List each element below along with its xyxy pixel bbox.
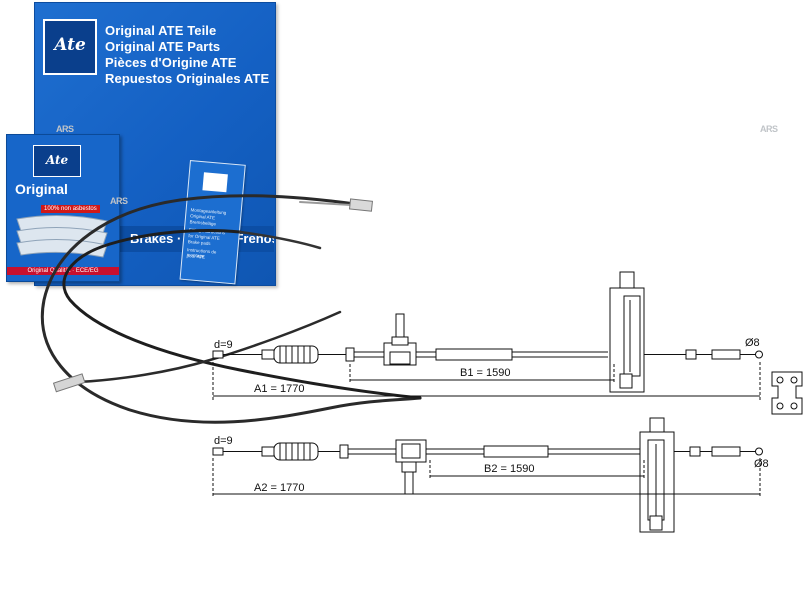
pad-box-title: Original: [15, 181, 68, 197]
cable-1-end-label: Ø8: [745, 337, 760, 349]
quality-strip: Original Qualität · ECE/EG: [7, 267, 119, 275]
cable-2-b-label: B2 = 1590: [484, 463, 534, 475]
ate-logo: Ate: [43, 19, 97, 75]
watermark: ARS: [760, 124, 778, 134]
pad-ate-logo: Ate: [33, 145, 81, 177]
asbestos-badge: 100% non asbestos: [41, 205, 100, 213]
cable-2-a-label: A2 = 1770: [254, 482, 304, 494]
brake-pad-box: Ate Original 100% non asbestos Original …: [6, 134, 120, 282]
ate-line-en: Original ATE Parts: [105, 39, 221, 54]
cable-1-a-label: A1 = 1770: [254, 383, 304, 395]
brake-pads-illustration: [16, 214, 108, 258]
cable-1-b-label: B1 = 1590: [460, 367, 510, 379]
cable-2-end-label: Ø8: [754, 458, 769, 470]
watermark: ARS: [110, 196, 128, 206]
coiled-cable-photo: [40, 194, 422, 424]
ate-line-fr: Pièces d'Origine ATE: [105, 55, 237, 70]
ate-line-es: Repuestos Originales ATE: [105, 71, 270, 86]
cable-1-d-label: d=9: [214, 339, 233, 351]
cable-2-drawing: [212, 417, 763, 533]
cable-2-d-label: d=9: [214, 435, 233, 447]
ate-logo-text: Ate: [54, 35, 86, 55]
pad-logo-text: Ate: [45, 153, 69, 167]
bellow-1: [273, 345, 319, 364]
drawing-lines: [212, 271, 803, 533]
cable-1-drawing: [212, 271, 763, 400]
ate-line-de: Original ATE Teile: [105, 23, 217, 38]
bellow-2: [273, 442, 319, 461]
watermark: ARS: [56, 124, 74, 134]
clip-detail-drawing: [771, 371, 803, 415]
